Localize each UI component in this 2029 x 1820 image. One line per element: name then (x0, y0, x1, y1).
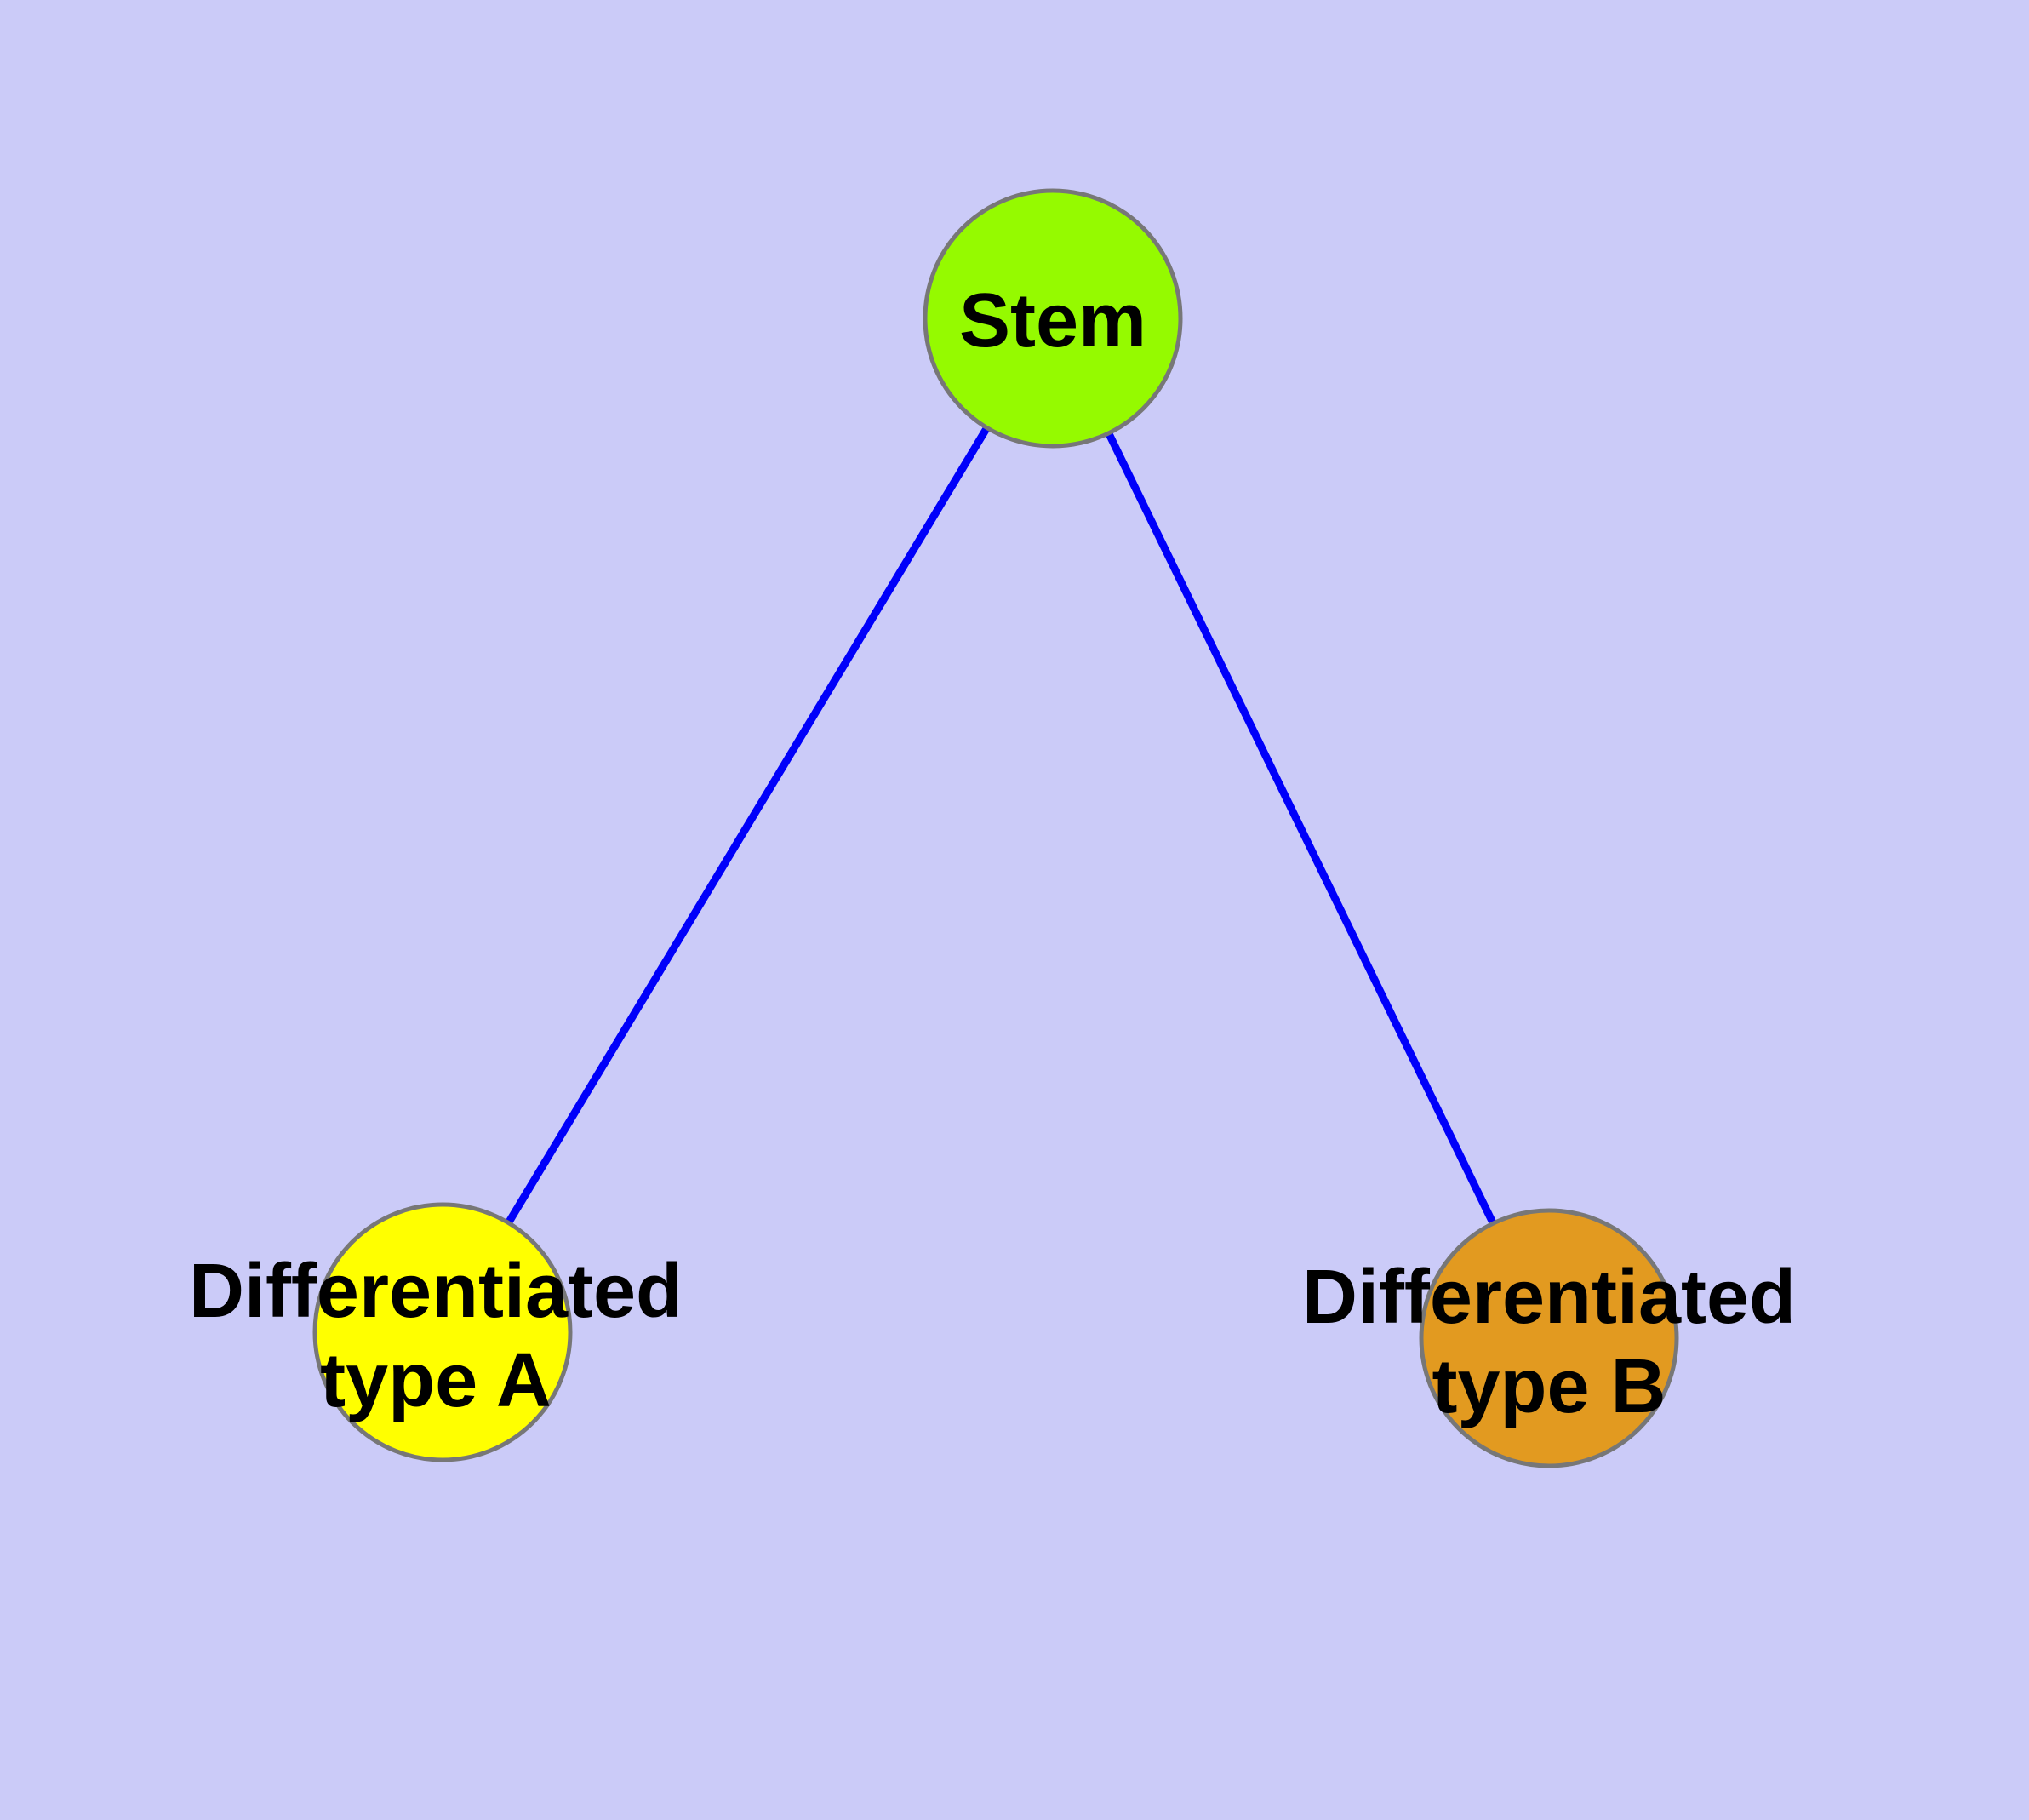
node-type-b-label-line2: type B (1432, 1344, 1666, 1429)
edge-group (439, 316, 1553, 1340)
node-type-b-label-line1: Differentiated (1302, 1255, 1796, 1340)
node-stem: Stem (923, 188, 1183, 449)
node-stem-circle (923, 188, 1183, 449)
node-type-b-circle (1419, 1208, 1679, 1468)
node-type-a-label-line2: type A (320, 1338, 552, 1423)
node-type-a-label-line1: Differentiated (189, 1249, 683, 1334)
edge-stem-to-type-a (439, 316, 1056, 1335)
node-type-a-circle (312, 1202, 573, 1462)
node-differentiated-type-b: Differentiated type B (1302, 1208, 1796, 1468)
node-differentiated-type-a: Differentiated type A (189, 1202, 683, 1462)
node-stem-label: Stem (959, 278, 1146, 363)
edge-stem-to-type-b (1049, 317, 1553, 1340)
